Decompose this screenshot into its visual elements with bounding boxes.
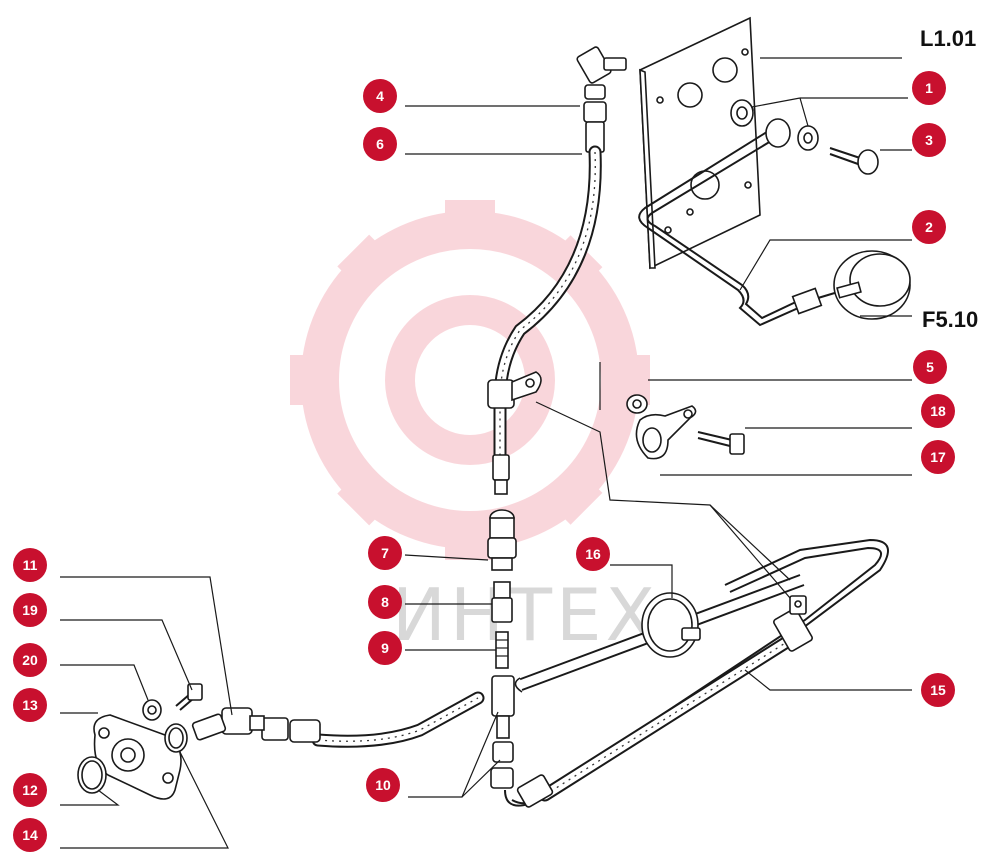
svg-text:4: 4 — [376, 88, 384, 104]
svg-text:20: 20 — [22, 652, 38, 668]
svg-text:10: 10 — [375, 777, 391, 793]
callout-19: 19 — [13, 593, 47, 627]
watermark-gear-logo — [290, 200, 650, 560]
callout-6: 6 — [363, 127, 397, 161]
callout-1: 1 — [912, 71, 946, 105]
svg-text:18: 18 — [930, 403, 946, 419]
p-clip — [635, 405, 697, 460]
gauge-pipe — [638, 118, 839, 327]
svg-text:12: 12 — [22, 782, 38, 798]
svg-text:11: 11 — [23, 557, 38, 573]
callout-10: 10 — [366, 768, 400, 802]
leader-lines — [60, 57, 912, 849]
callout-14: 14 — [13, 818, 47, 852]
callout-18: 18 — [921, 394, 955, 428]
elbow-fitting-top — [576, 46, 627, 100]
callout-3: 3 — [912, 123, 946, 157]
svg-text:6: 6 — [376, 136, 384, 152]
callout-7: 7 — [368, 536, 402, 570]
svg-text:2: 2 — [925, 219, 933, 235]
hose-clamp-upper — [487, 371, 542, 409]
nut-small — [626, 394, 648, 414]
callout-8: 8 — [368, 585, 402, 619]
callout-13: 13 — [13, 688, 47, 722]
callout-17: 17 — [921, 440, 955, 474]
callout-9: 9 — [368, 631, 402, 665]
o-ring-12 — [77, 756, 107, 794]
coupling-7 — [487, 509, 517, 571]
fitting-8 — [491, 581, 513, 623]
watermark-text: ИНТЕХ — [392, 573, 659, 657]
banjo-bolt — [829, 147, 879, 175]
nipple-9 — [495, 631, 509, 669]
o-ring-14 — [164, 723, 188, 753]
clip-bolt — [697, 431, 745, 455]
callout-12: 12 — [13, 773, 47, 807]
reference-f5-10: F5.10 — [922, 307, 978, 332]
flange-13 — [93, 714, 182, 800]
hose-clamp-16 — [641, 592, 701, 658]
pressure-gauge — [833, 250, 911, 320]
svg-text:16: 16 — [585, 546, 601, 562]
reference-l1-01: L1.01 — [920, 26, 976, 51]
bolt-19 — [175, 683, 203, 711]
callout-4: 4 — [363, 79, 397, 113]
svg-text:1: 1 — [925, 80, 933, 96]
svg-text:7: 7 — [381, 545, 389, 561]
svg-text:17: 17 — [930, 449, 946, 465]
svg-text:19: 19 — [22, 602, 38, 618]
washer-20 — [142, 699, 162, 721]
svg-text:8: 8 — [381, 594, 389, 610]
svg-text:14: 14 — [22, 827, 38, 843]
callout-11: 11 — [13, 548, 47, 582]
callout-2: 2 — [912, 210, 946, 244]
elbow-fitting-11 — [191, 707, 265, 741]
hose-clamp-15 — [773, 595, 813, 652]
callout-20: 20 — [13, 643, 47, 677]
svg-text:13: 13 — [22, 697, 38, 713]
callout-15: 15 — [921, 673, 955, 707]
callout-16: 16 — [576, 537, 610, 571]
callout-5: 5 — [913, 350, 947, 384]
washer-pair — [730, 99, 819, 151]
adapter-10 — [490, 675, 515, 789]
mounting-plate — [639, 16, 761, 270]
svg-text:9: 9 — [381, 640, 389, 656]
svg-text:15: 15 — [930, 682, 946, 698]
upper-hose — [492, 101, 607, 495]
hose-15 — [504, 538, 889, 808]
lower-hose-left — [261, 691, 485, 748]
svg-text:5: 5 — [926, 359, 934, 375]
svg-text:3: 3 — [925, 132, 933, 148]
